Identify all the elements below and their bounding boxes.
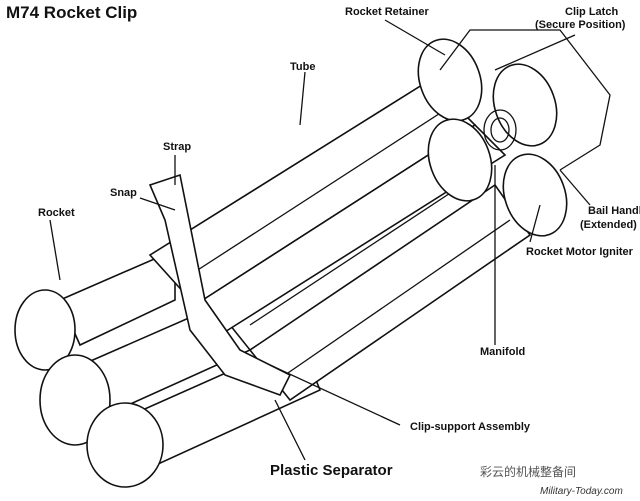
strap <box>148 173 292 396</box>
manifold-ring <box>483 109 517 151</box>
tube-end-4 <box>502 153 568 237</box>
label-bail-handle: Bail Handle <box>588 205 640 217</box>
label-rocket-motor-igniter: Rocket Motor Igniter <box>526 246 634 258</box>
bail-handle <box>439 29 611 171</box>
diagram-title: M74 Rocket Clip <box>6 3 137 22</box>
label-plastic-separator: Plastic Separator <box>270 462 393 479</box>
label-tube: Tube <box>290 61 315 73</box>
label-manifold: Manifold <box>480 346 525 358</box>
leader-lines <box>49 19 591 461</box>
label-rocket: Rocket <box>38 207 75 219</box>
source-credit: Military-Today.com <box>540 486 623 497</box>
watermark-text: 彩云的机械整备间 <box>480 464 576 479</box>
label-strap: Strap <box>163 141 191 153</box>
tube-end-2 <box>492 63 558 147</box>
label-snap: Snap <box>110 187 137 199</box>
tube-end-3 <box>427 118 493 202</box>
label-clip-support-assembly: Clip-support Assembly <box>410 421 531 433</box>
label-bail-handle-state: (Extended) <box>580 219 637 231</box>
rocket-rear-1 <box>14 289 76 371</box>
label-clip-latch: Clip Latch <box>565 6 618 18</box>
rocket-rear-3 <box>86 402 164 488</box>
tube-end-1 <box>417 38 483 122</box>
label-rocket-retainer: Rocket Retainer <box>345 6 429 18</box>
label-clip-latch-position: (Secure Position) <box>535 19 626 31</box>
tube-openings <box>417 38 568 237</box>
